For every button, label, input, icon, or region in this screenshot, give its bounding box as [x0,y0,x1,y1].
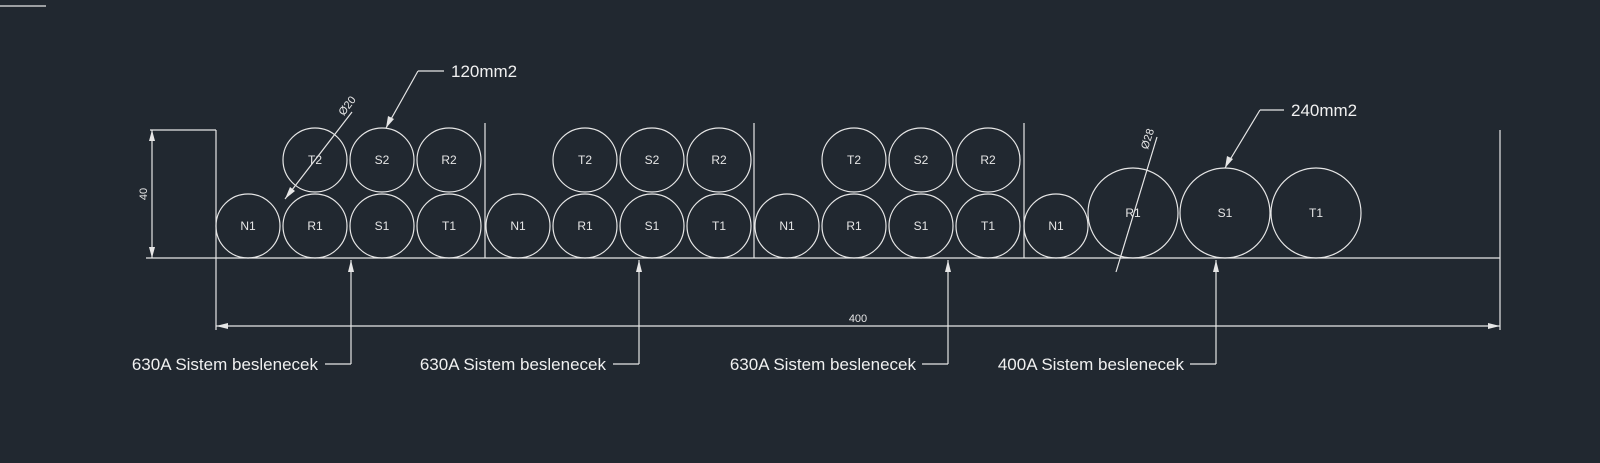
cable-g3-top-2-label: S2 [914,153,929,167]
cable-g2-bottom-1-label: N1 [510,219,526,233]
cable-g2-bottom-2-circle [552,193,618,259]
width-label: 400 [849,313,867,325]
cable-g4-bottom-4-label: T1 [1309,206,1323,220]
cable-g3-bottom-2-label: R1 [846,219,862,233]
cable-g4-bottom-1-circle [1023,193,1089,259]
cable-g1-bottom-1-circle [215,193,281,259]
cable-g4-bottom-2-circle [1087,167,1179,259]
cable-g1-bottom-4-circle [416,193,482,259]
cable-g4-bottom-2: R1 [1087,167,1179,259]
cable-g1-bottom-1: N1 [215,193,281,259]
cable-g1-bottom-3-circle [349,193,415,259]
cable-g2-top-2-circle [619,127,685,193]
height-dimension: 40 [138,129,216,259]
cable-g1-bottom-2: R1 [282,193,348,259]
cable-g1-top-2: S2 [349,127,415,193]
height-label: 40 [138,188,150,200]
cable-g3-bottom-2-circle [821,193,887,259]
cable-g3-top-3-circle [955,127,1021,193]
cable-g2-bottom-4: T1 [686,193,752,259]
feed-label-3: 630A Sistem beslenecek [730,355,917,374]
cable-g3-top-3-label: R2 [980,153,996,167]
cable-g3-bottom-4-circle [955,193,1021,259]
feed-label-1: 630A Sistem beslenecek [132,355,319,374]
feed-callout-1: 630A Sistem beslenecek [132,260,354,374]
cable-g1-top-2-label: S2 [375,153,390,167]
cable-g3-bottom-3: S1 [888,193,954,259]
cable-g3-bottom-3-circle [888,193,954,259]
cable-g4-bottom-3-label: S1 [1218,206,1233,220]
feed-callout-4: 400A Sistem beslenecek [998,260,1219,374]
cable-g4-bottom-2-label: R1 [1125,206,1141,220]
cable-g4-bottom-4-circle [1270,167,1362,259]
cable-g3-top-1-label: T2 [847,153,861,167]
cable-g2-top-3-label: R2 [711,153,727,167]
cable-g3-bottom-1-label: N1 [779,219,795,233]
cable-g3-bottom-4-label: T1 [981,219,995,233]
cable-g3-bottom-3-label: S1 [914,219,929,233]
cable-g2-bottom-2: R1 [552,193,618,259]
cable-g4-bottom-1: N1 [1023,193,1089,259]
cable-g1-bottom-3-label: S1 [375,219,390,233]
feed-callout-2: 630A Sistem beslenecek [420,260,642,374]
cable-g3-bottom-4: T1 [955,193,1021,259]
cable-g3-bottom-2: R1 [821,193,887,259]
callout-120mm2: 120mm2 [385,62,517,129]
cable-g1-bottom-1-label: N1 [240,219,256,233]
cable-g3-bottom-1-circle [754,193,820,259]
cable-g1-bottom-4-label: T1 [442,219,456,233]
cable-g3-top-1-circle [821,127,887,193]
cable-g2-top-1: T2 [552,127,618,193]
dia-small-label: Ø20 [337,94,359,118]
cable-g2-top-2-label: S2 [645,153,660,167]
large-diameter-dimension: Ø28 [1115,127,1158,273]
cable-g2-top-1-circle [552,127,618,193]
cable-g1-top-3-circle [416,127,482,193]
cable-g1-top-3: R2 [416,127,482,193]
cable-g2-top-1-label: T2 [578,153,592,167]
cable-g4-bottom-1-label: N1 [1048,219,1064,233]
cable-g2-bottom-1-circle [485,193,551,259]
feed-callout-3: 630A Sistem beslenecek [730,260,951,374]
cable-g2-top-3-circle [686,127,752,193]
callout-240mm2: 240mm2 [1224,101,1357,169]
width-dimension: 400 [216,313,1500,329]
cable-g2-bottom-3: S1 [619,193,685,259]
cable-g3-bottom-1: N1 [754,193,820,259]
cable-g2-bottom-1: N1 [485,193,551,259]
cable-g1-top-2-circle [349,127,415,193]
cable-g1-bottom-2-circle [282,193,348,259]
cable-g3-top-1: T2 [821,127,887,193]
cable-g1-top-1-circle [282,127,348,193]
feed-label-4: 400A Sistem beslenecek [998,355,1185,374]
small-diameter-dimension: Ø20 [284,94,359,200]
cable-g2-bottom-4-circle [686,193,752,259]
cable-g1-bottom-3: S1 [349,193,415,259]
cable-g4-bottom-4: T1 [1270,167,1362,259]
cable-g2-bottom-3-circle [619,193,685,259]
cable-g1-bottom-2-label: R1 [307,219,323,233]
cable-g1-top-3-label: R2 [441,153,457,167]
cable-g3-top-2: S2 [888,127,954,193]
callout-240mm2-text: 240mm2 [1291,101,1357,120]
feed-label-2: 630A Sistem beslenecek [420,355,607,374]
callout-120mm2-text: 120mm2 [451,62,517,81]
cable-g2-bottom-4-label: T1 [712,219,726,233]
cable-g2-bottom-3-label: S1 [645,219,660,233]
cable-g3-top-2-circle [888,127,954,193]
cable-g2-bottom-2-label: R1 [577,219,593,233]
cable-g1-bottom-4: T1 [416,193,482,259]
cable-g4-bottom-3: S1 [1179,167,1271,259]
cable-g3-top-3: R2 [955,127,1021,193]
cable-g2-top-3: R2 [686,127,752,193]
cable-g2-top-2: S2 [619,127,685,193]
